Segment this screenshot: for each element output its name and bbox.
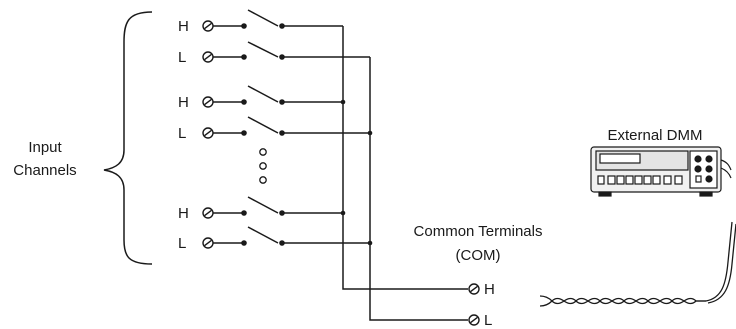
relay-switch (247, 196, 279, 214)
channel-1-low-label: L (178, 49, 186, 66)
relay-switch (247, 116, 279, 134)
channel-2-low-label: L (178, 125, 186, 142)
high-bus (342, 26, 468, 290)
com-low-label: L (484, 312, 492, 329)
input-channels-label-line1: Input (28, 139, 62, 156)
com-low-screw-icon (468, 314, 480, 326)
channel-3-high-label: H (178, 205, 189, 222)
channel-1: H L (178, 9, 370, 66)
common-terminals-label-line1: Common Terminals (414, 223, 543, 240)
terminal-screw-icon (202, 96, 214, 108)
channel-2-high-label: H (178, 94, 189, 111)
com-high-screw-icon (468, 283, 480, 295)
relay-switch (247, 9, 279, 27)
common-terminals-label-line2: (COM) (456, 247, 501, 264)
twisted-pair-cable (539, 221, 736, 307)
input-channels-label-line2: Channels (13, 162, 76, 179)
relay-switch (247, 41, 279, 58)
terminal-screw-icon (202, 51, 214, 63)
relay-switch (247, 85, 279, 103)
terminal-screw-icon (202, 127, 214, 139)
low-bus (369, 57, 468, 321)
terminal-screw-icon (202, 20, 214, 32)
relay-switch (247, 226, 279, 244)
channel-1-high-label: H (178, 18, 189, 35)
com-high-label: H (484, 281, 495, 298)
more-channels-ellipsis (259, 148, 267, 184)
terminal-screw-icon (202, 237, 214, 249)
external-dmm-label: External DMM (607, 127, 702, 144)
terminal-screw-icon (202, 207, 214, 219)
dmm-icon (590, 146, 732, 197)
channel-3-low-label: L (178, 235, 186, 252)
channel-3: H L (178, 196, 373, 252)
channel-2: H L (178, 85, 373, 142)
input-channels-brace (103, 11, 153, 265)
